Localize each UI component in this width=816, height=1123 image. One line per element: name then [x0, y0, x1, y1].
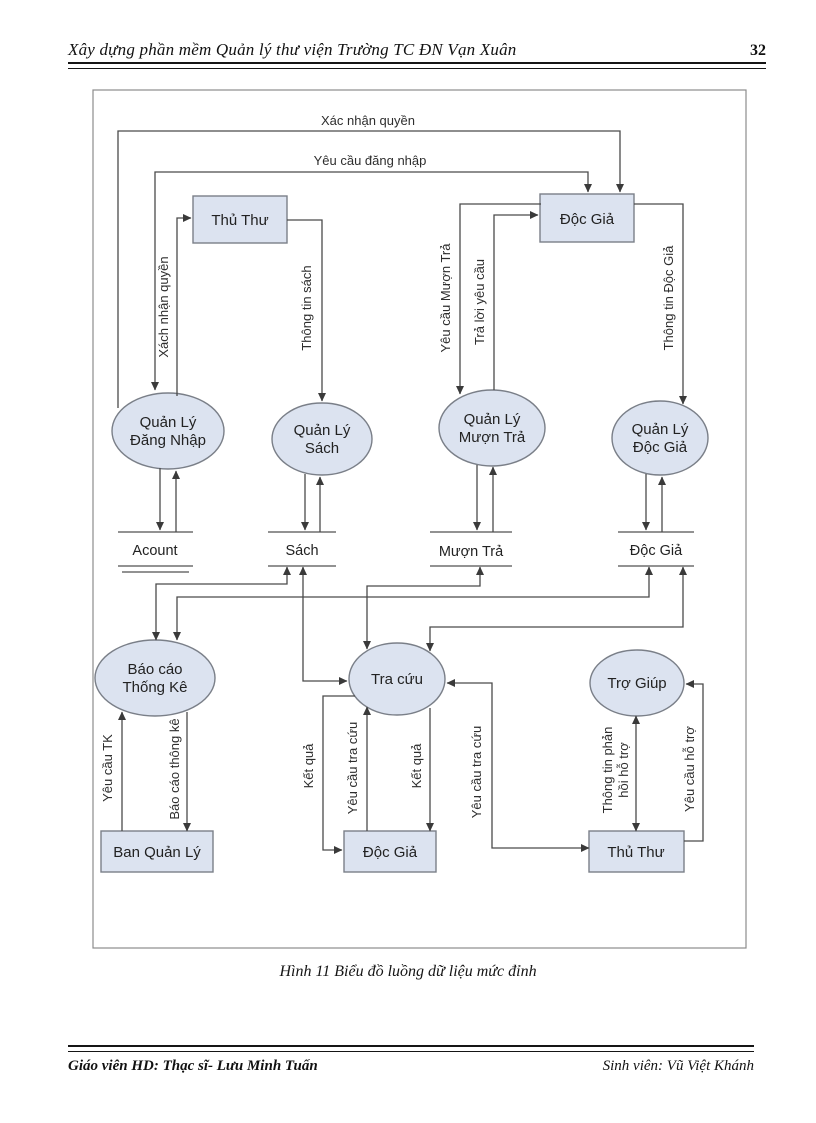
flow-tra-loi-yeu-cau [493, 211, 539, 390]
flow-sach-tracuu [299, 566, 348, 685]
entity-ban-quan-ly-label: Ban Quản Lý [113, 844, 201, 861]
process-label: Đăng Nhập [130, 432, 206, 449]
process-label: Sách [305, 440, 339, 457]
process-label: Thống Kê [122, 679, 187, 696]
flow-yeu-cau-ho-tro [684, 680, 704, 842]
entity-thu-thu-top-label: Thủ Thư [211, 212, 268, 229]
entity-doc-gia-top-label: Độc Giả [560, 211, 615, 228]
flow-label-ket-qua-2: Kết quả [409, 743, 424, 789]
footer-student: Sinh viên: Vũ Việt Khánh [602, 1058, 754, 1074]
flow-label-xach-nhan-quyen: Xách nhận quyền [156, 256, 171, 357]
flow-sach-baocao [152, 566, 291, 641]
page-footer: Giáo viên HD: Thạc sĩ- Lưu Minh Tuấn Sin… [68, 1043, 754, 1075]
flow-label-thong-tin-doc-gia: Thông tin Độc Giả [661, 245, 676, 351]
flow-muontra-tracuu [363, 566, 484, 650]
flow-ket-qua-1 [322, 695, 355, 854]
process-label: Mượn Trả [459, 429, 526, 446]
flow-label-yeu-cau-muon-tra: Yêu cầu Mượn Trả [438, 243, 453, 353]
process-label: Quản Lý [294, 422, 351, 439]
flow-label-thong-tin-sach: Thông tin sách [299, 265, 314, 350]
flow-label-thong-tin-phan-hoi-1: Thông tin phản [600, 727, 615, 814]
flow-label-tra-loi-yeu-cau: Trả lời yêu cầu [472, 259, 487, 345]
entity-doc-gia-bottom-label: Độc Giả [363, 844, 418, 861]
flow-docgia-baocao [173, 566, 653, 641]
process-ql-muon-tra [438, 389, 546, 467]
flow-label-ket-qua-1: Kết quả [301, 743, 316, 789]
process-label: Độc Giả [633, 439, 688, 456]
figure-caption: Hình 11 Biểu đồ luồng dữ liệu mức đỉnh [279, 963, 537, 980]
process-bao-cao-thong-ke [94, 639, 216, 717]
datastore-doc-gia-label: Độc Giả [630, 543, 683, 559]
header-rule [68, 62, 766, 69]
flow-xach-nhan-quyen [176, 214, 192, 396]
datastore-acount-label: Acount [132, 543, 177, 559]
footer-rule [68, 1045, 754, 1052]
process-label: Trợ Giúp [607, 675, 666, 692]
entity-thu-thu-bottom-label: Thủ Thư [607, 844, 664, 861]
page-header: Xây dựng phần mềm Quản lý thư viện Trườn… [68, 40, 766, 69]
flow-docgia-tracuu [426, 566, 687, 652]
flow-label-yeu-cau-tk: Yêu cầu TK [100, 734, 115, 802]
header-page-number: 32 [750, 42, 766, 59]
flow-label-thong-tin-phan-hoi-2: hồi hỗ trợ [616, 742, 631, 798]
process-label: Quản Lý [140, 414, 197, 431]
flow-label-xac-nhan-quyen: Xác nhận quyền [321, 113, 415, 128]
flow-yeu-cau-dang-nhap [151, 171, 592, 391]
process-ql-doc-gia [611, 400, 709, 476]
flow-yeu-cau-muon-tra [456, 203, 541, 395]
process-label: Quản Lý [632, 421, 689, 438]
process-label: Tra cứu [371, 671, 423, 688]
dfd-diagram: Thủ Thư Độc Giả Ban Quản Lý Độc Giả Thủ … [92, 89, 747, 949]
flow-label-yeu-cau-ho-tro: Yêu cầu hỗ trợ [682, 726, 697, 812]
footer-teacher: Giáo viên HD: Thạc sĩ- Lưu Minh Tuấn [68, 1058, 318, 1074]
flow-label-yeu-cau-dang-nhap: Yêu cầu đăng nhập [314, 153, 427, 168]
flow-label-yeu-cau-tra-cuu-1: Yêu cầu tra cứu [345, 722, 360, 815]
flow-thong-tin-sach [287, 219, 326, 402]
entity-ban-quan-ly [100, 830, 214, 873]
flow-label-yeu-cau-tra-cuu-2: Yêu cầu tra cứu [469, 726, 484, 819]
process-ql-dang-nhap [111, 392, 225, 470]
datastore-sach-label: Sách [285, 543, 318, 559]
process-ql-sach [271, 402, 373, 476]
flow-xac-nhan-quyen [117, 130, 624, 408]
flow-yeu-cau-tra-cuu-2 [446, 679, 590, 852]
process-label: Báo cáo [127, 661, 182, 678]
diagram-border [92, 89, 747, 949]
process-label: Quản Lý [464, 411, 521, 428]
flow-thong-tin-doc-gia [634, 203, 687, 405]
flow-label-bao-cao-thong-ke: Báo cáo thông kê [167, 718, 182, 819]
header-title: Xây dựng phần mềm Quản lý thư viện Trườn… [68, 40, 517, 59]
datastore-muon-tra-label: Mượn Trả [439, 544, 504, 560]
entity-doc-gia-bottom [343, 830, 437, 873]
